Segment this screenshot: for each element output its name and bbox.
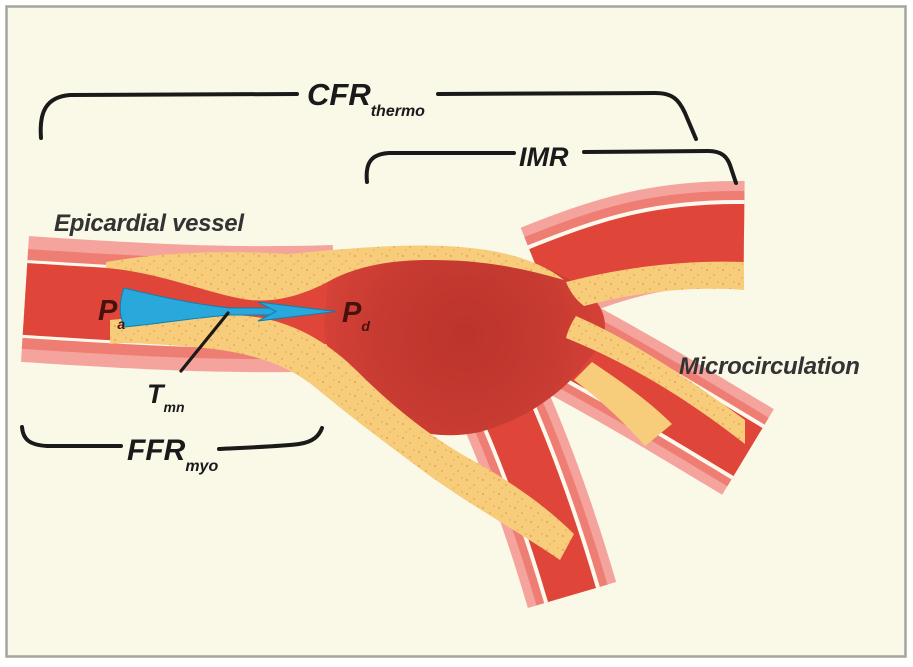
pa-label-main: P bbox=[98, 295, 118, 327]
cfr-label: CFRthermo bbox=[307, 77, 425, 120]
imr-bracket-right bbox=[582, 149, 738, 185]
pa-label: Pa bbox=[98, 295, 125, 332]
pd-label-sub: d bbox=[361, 318, 370, 334]
cfr-bracket-left bbox=[38, 92, 299, 140]
microcirculation-label: Microcirculation bbox=[679, 353, 860, 380]
plaque-speckles bbox=[106, 245, 745, 560]
tmn-label-sub: mn bbox=[164, 399, 185, 415]
plaque-carina-wedge bbox=[574, 362, 672, 446]
epicardial-vessel-label: Epicardial vessel bbox=[54, 210, 245, 237]
imr-label: IMR bbox=[519, 142, 569, 172]
ffr-label: FFRmyo bbox=[127, 434, 218, 475]
ffr-bracket-right bbox=[217, 426, 324, 451]
plaque-top-speckles bbox=[106, 245, 564, 301]
lumen-bulge bbox=[324, 246, 606, 436]
pressure-wire bbox=[119, 287, 337, 328]
pressure-wire-arrow bbox=[257, 301, 337, 322]
pd-label: Pd bbox=[342, 297, 370, 334]
imr-bracket-left bbox=[364, 151, 516, 184]
cfr-label-main: CFR bbox=[307, 77, 371, 112]
plaque-middle-branch-speckles bbox=[566, 316, 745, 444]
ffr-label-sub: myo bbox=[185, 458, 218, 475]
cfr-bracket-right bbox=[436, 91, 698, 141]
tmn-label: Tmn bbox=[147, 379, 185, 415]
imr-label-main: IMR bbox=[519, 142, 569, 172]
tmn-pointer-line bbox=[179, 311, 230, 373]
plaque-upper-branch-speckles bbox=[566, 261, 744, 306]
ffr-label-main: FFR bbox=[127, 434, 186, 467]
ffr-bracket-left bbox=[20, 425, 123, 448]
cfr-label-sub: thermo bbox=[371, 103, 425, 120]
plaque-bottom-speckles bbox=[110, 314, 574, 560]
annotations: CFRthermo IMR FFRmyo Pa Pd Tmn Epicardia… bbox=[20, 77, 860, 475]
upper-branch-lumen bbox=[529, 203, 745, 303]
vessel-illustration bbox=[21, 180, 774, 608]
pa-label-sub: a bbox=[117, 316, 125, 332]
tmn-label-main: T bbox=[147, 379, 166, 409]
pressure-wire-body bbox=[119, 287, 299, 328]
pd-label-main: P bbox=[342, 297, 362, 329]
